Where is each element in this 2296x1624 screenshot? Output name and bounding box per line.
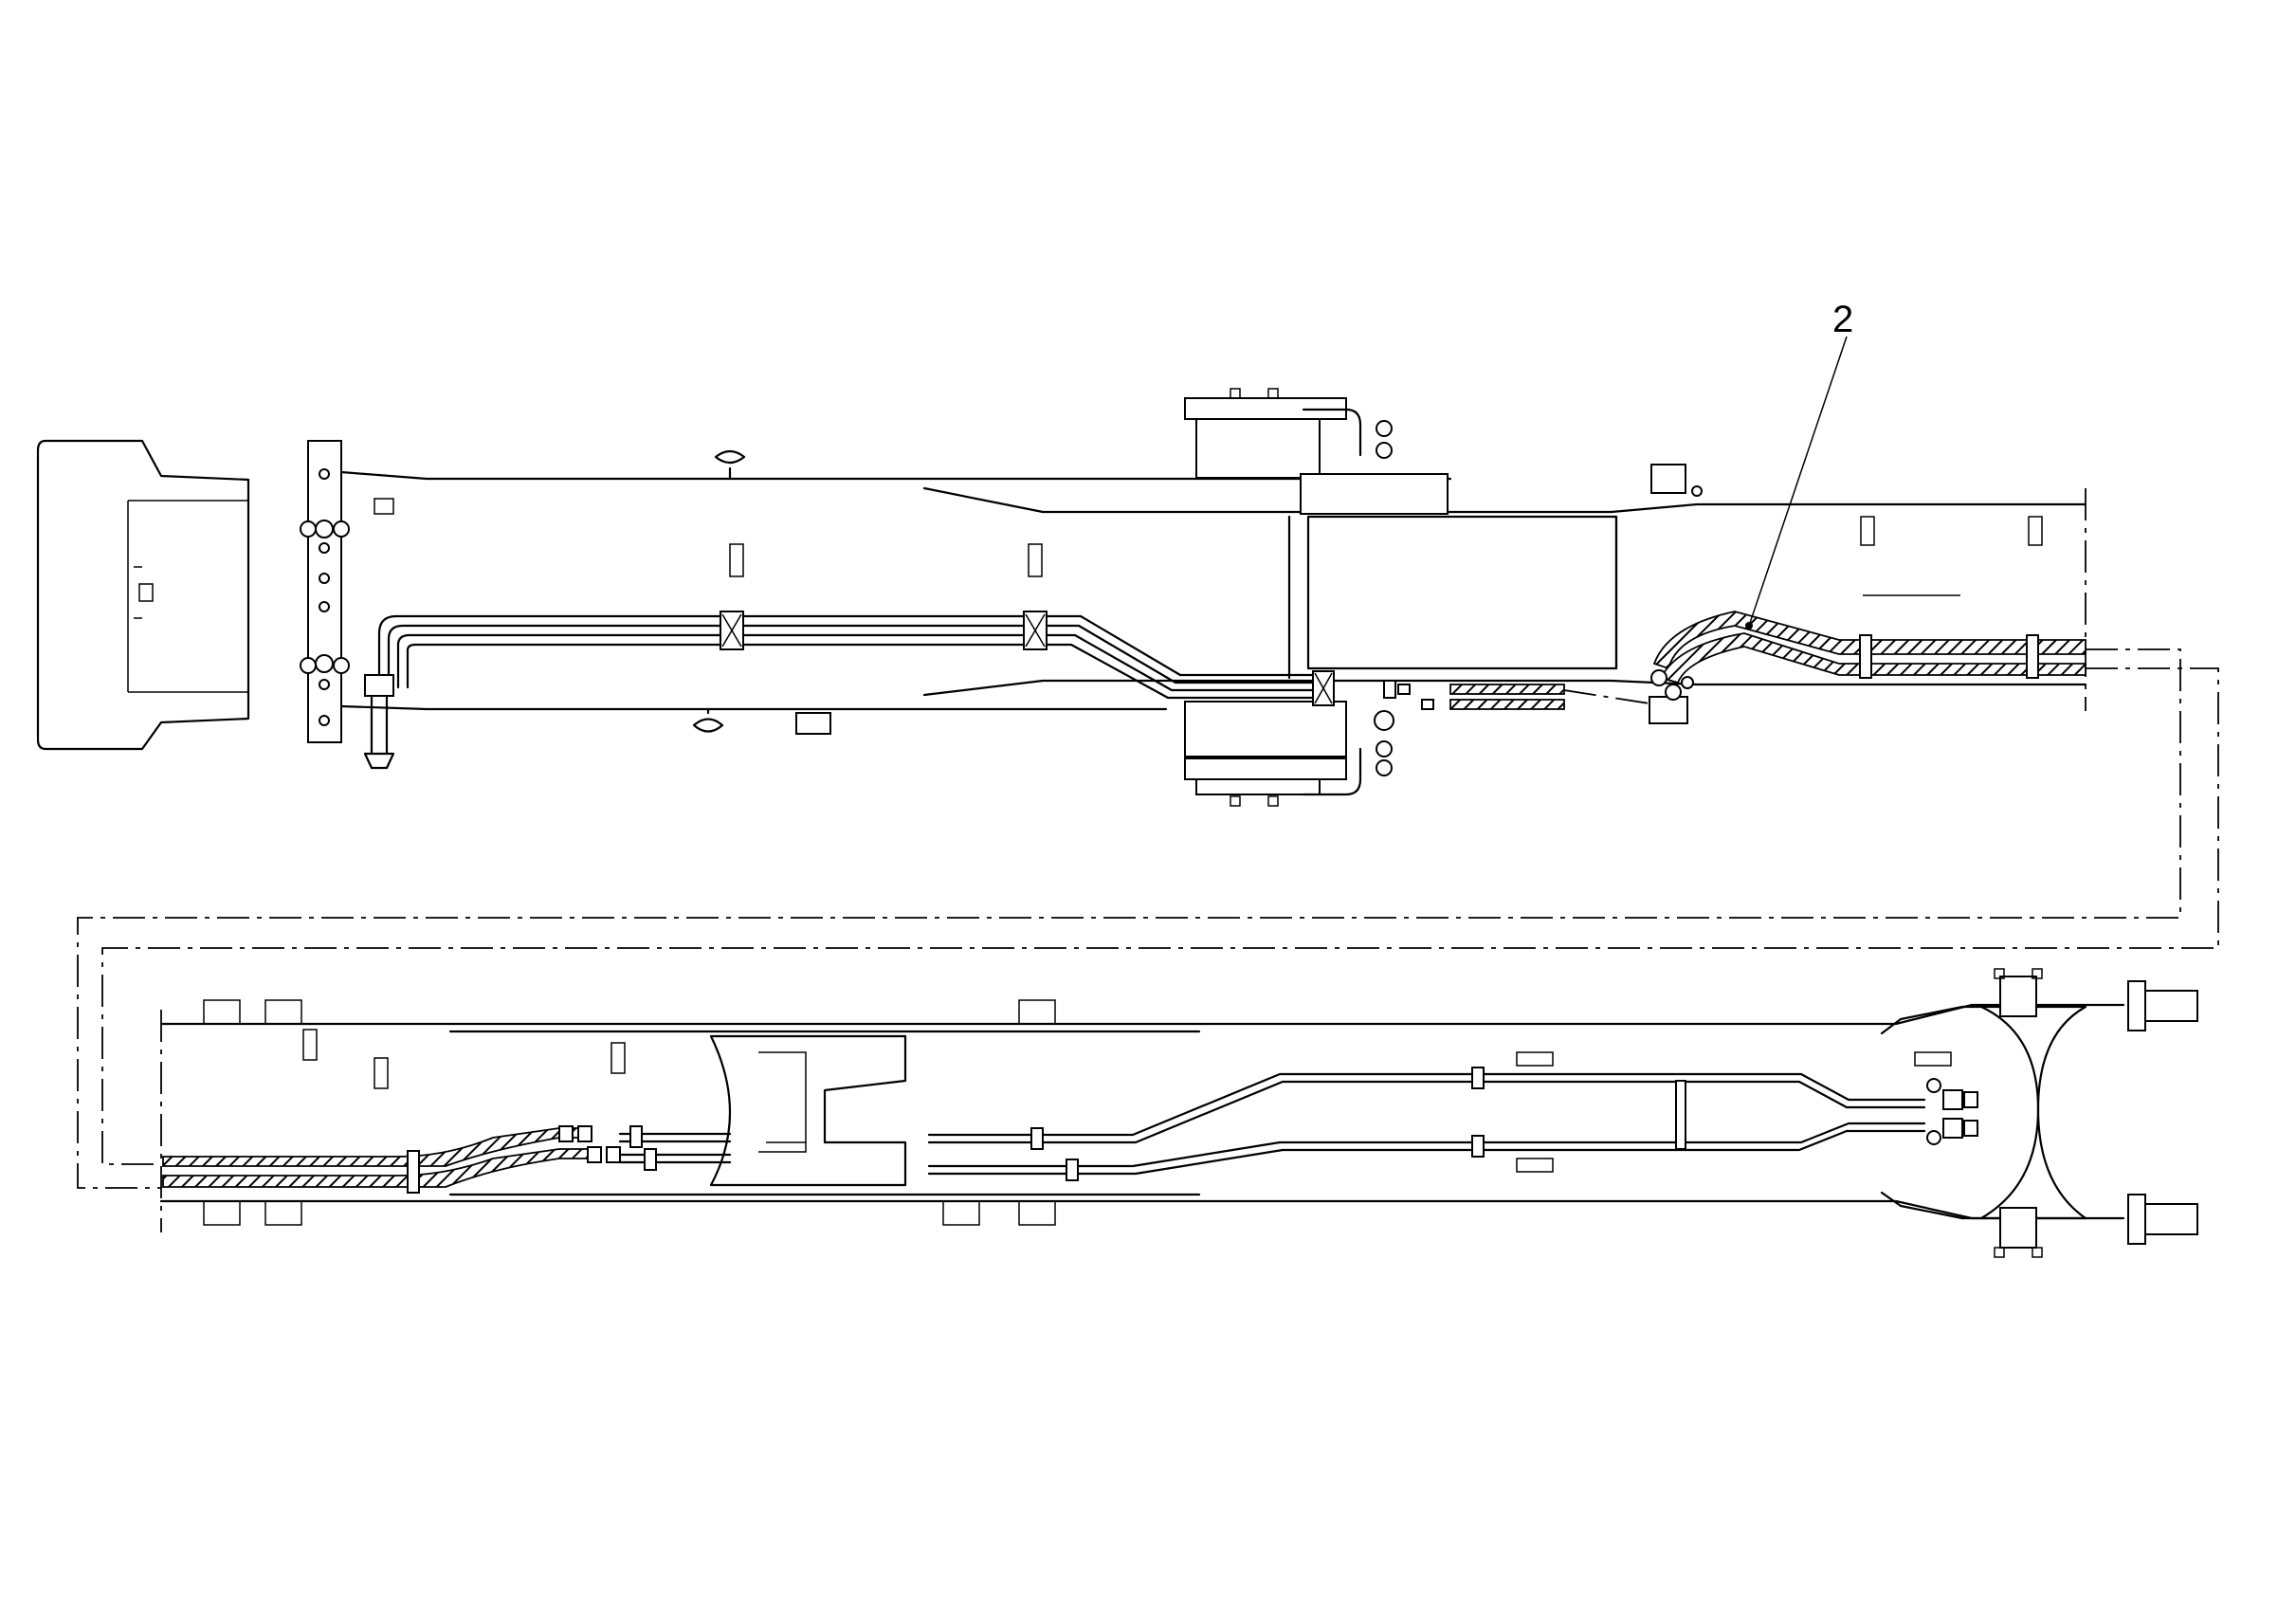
upper-flexible-hoses	[1383, 611, 2086, 710]
callout-2-label: 2	[1832, 299, 1853, 340]
continuation-link	[77, 648, 2219, 1189]
callout-2: 2	[1745, 299, 1853, 630]
upper-boom-body	[339, 388, 2087, 807]
upper-rigid-tubes	[363, 611, 1335, 770]
boom-head	[36, 439, 250, 751]
head-mount-plate	[300, 440, 350, 743]
lower-boom-section	[159, 968, 2198, 1258]
upper-boom-section: 2	[36, 299, 2087, 807]
